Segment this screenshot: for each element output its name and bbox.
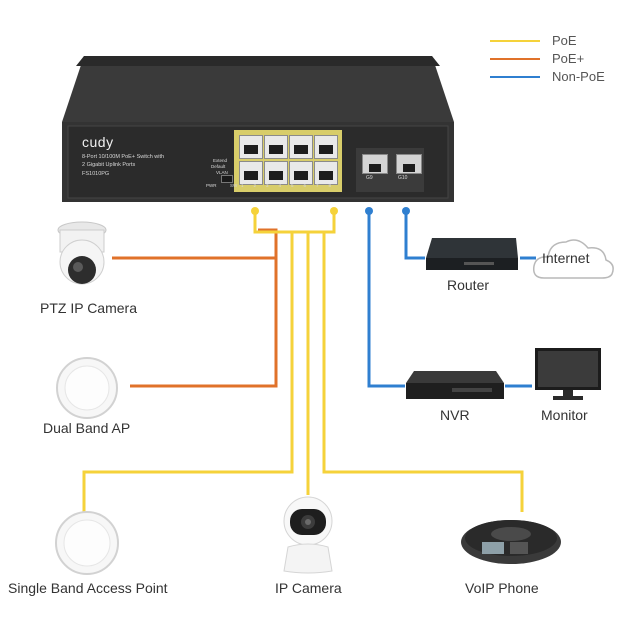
mode-label-vlan: VLAN (216, 170, 228, 175)
nonpoe-link-nvr (367, 211, 405, 388)
monitor-label: Monitor (541, 407, 588, 423)
poeplus-link-ptz-camera (112, 228, 278, 260)
uplink-label-g10: G10 (398, 175, 408, 181)
poe-port-4 (314, 135, 338, 159)
switch-port-block (238, 134, 338, 188)
uplink-label-g9: G9 (366, 175, 373, 181)
port-number-4: 4 (278, 183, 282, 188)
port-number-1: 1 (241, 183, 244, 188)
legend-item-poeplus: PoE+ (490, 51, 630, 66)
poe-port-7 (289, 161, 313, 185)
switch-model: FS1010PG (82, 171, 110, 177)
mode-switch-toggle[interactable] (221, 175, 233, 183)
port-dot-1 (251, 207, 259, 215)
legend-label-poe: PoE (552, 33, 577, 48)
monitor-icon (535, 348, 601, 400)
uplink-port-g10 (396, 154, 422, 174)
single-band-ap-icon (55, 511, 119, 575)
ptz-camera-label: PTZ IP Camera (40, 300, 137, 316)
poe-link-left-port (253, 212, 336, 234)
legend-item-poe: PoE (490, 33, 630, 48)
port-dot-8 (330, 207, 338, 215)
poe-switch: G9 G10 cudy 8-Port 10/100M PoE+ Switch w… (62, 56, 454, 202)
port-number-5: 5 (291, 183, 294, 188)
poe-port-8 (314, 161, 338, 185)
port-dot-g10 (402, 207, 410, 215)
voip-phone-icon (461, 520, 561, 564)
switch-brand-logo: cudy (82, 134, 114, 150)
port-number-2: 2 (253, 183, 257, 188)
poe-port-5 (239, 161, 263, 185)
dual-band-ap-icon (56, 357, 118, 419)
internet-label: Internet (542, 250, 590, 266)
switch-description-line1: 8-Port 10/100M PoE+ Switch with (82, 154, 165, 160)
nvr-icon (406, 371, 504, 399)
legend-item-nonpoe: Non-PoE (490, 69, 630, 84)
mode-label-default: Default (211, 164, 226, 169)
poe-port-3 (289, 135, 313, 159)
router-icon (426, 238, 518, 270)
single-band-ap-label: Single Band Access Point (8, 580, 168, 596)
nonpoe-link-router (404, 211, 425, 260)
ptz-camera-icon (57, 221, 107, 285)
port-number-labels: 1 2 3 4 5 6 7 8 (238, 183, 338, 191)
voip-phone-label: VoIP Phone (465, 580, 539, 596)
port-number-6: 6 (303, 183, 307, 188)
legend-swatch-nonpoe (490, 76, 540, 78)
legend-label-nonpoe: Non-PoE (552, 69, 605, 84)
internet-cloud-icon (532, 239, 614, 279)
port-number-8: 8 (328, 183, 332, 188)
uplink-port-g9 (362, 154, 388, 174)
pwr-label: PWR (206, 183, 217, 188)
nvr-label: NVR (440, 407, 470, 423)
poe-port-2 (264, 135, 288, 159)
legend-swatch-poeplus (490, 58, 540, 60)
dual-band-ap-label: Dual Band AP (43, 420, 131, 436)
port-dot-g9 (365, 207, 373, 215)
router-label: Router (447, 277, 490, 293)
poeplus-link-dual-band-ap (130, 258, 278, 388)
poe-port-6 (264, 161, 288, 185)
ip-camera-icon (283, 496, 333, 574)
switch-description-line2: 2 Gigabit Uplink Ports (82, 162, 136, 168)
legend-label-poeplus: PoE+ (552, 51, 585, 66)
port-number-3: 3 (266, 183, 269, 188)
switch-uplink-block: G9 G10 (360, 152, 424, 182)
poe-link-single-band-ap (82, 232, 294, 512)
ip-camera-label: IP Camera (275, 580, 342, 596)
mode-label-extend: Extend (213, 158, 228, 163)
poe-port-1 (239, 135, 263, 159)
poe-link-voip-phone (322, 232, 524, 512)
port-number-7: 7 (316, 183, 319, 188)
legend-swatch-poe (490, 40, 540, 42)
sw-label: SW (230, 183, 238, 188)
